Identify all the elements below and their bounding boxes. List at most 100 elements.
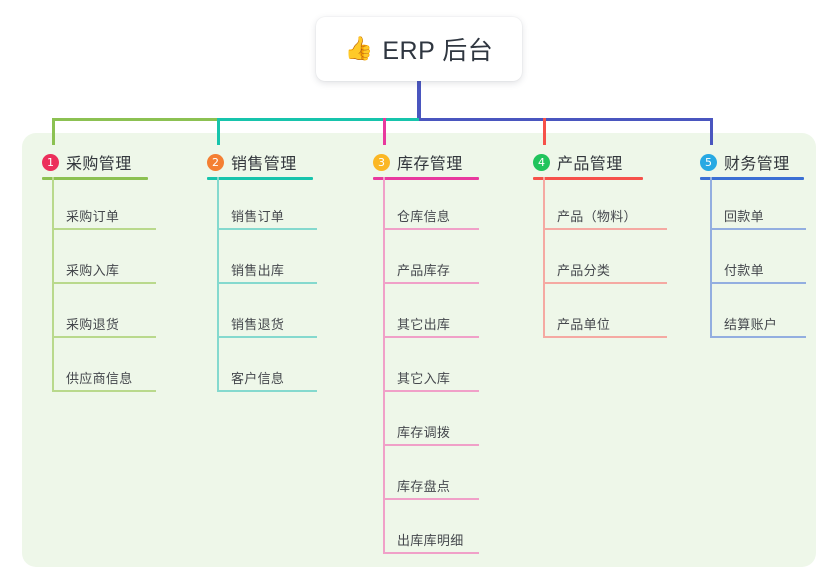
rail-segment-3 [419, 118, 713, 121]
branch-spine-4 [543, 177, 545, 338]
leaf-label: 客户信息 [231, 371, 285, 386]
root-node[interactable]: 👍 ERP 后台 [316, 17, 522, 81]
leaf-connector [543, 282, 557, 284]
branch-drop-1 [52, 118, 55, 145]
leaf-node[interactable]: 供应商信息 [66, 364, 156, 392]
leaf-node[interactable]: 仓库信息 [397, 202, 479, 230]
branch-header-5[interactable]: 5 财务管理 [700, 150, 790, 174]
trunk-line [417, 81, 421, 121]
leaf-node[interactable]: 库存盘点 [397, 472, 479, 500]
leaf-node[interactable]: 付款单 [724, 256, 806, 284]
branch-number-badge-1: 1 [42, 153, 59, 171]
leaf-node[interactable]: 产品单位 [557, 310, 667, 338]
leaf-label: 销售出库 [231, 263, 285, 278]
leaf-node[interactable]: 销售订单 [231, 202, 317, 230]
leaf-connector [52, 228, 66, 230]
branch-header-1[interactable]: 1 采购管理 [42, 150, 132, 174]
leaf-node[interactable]: 产品（物料） [557, 202, 667, 230]
leaf-rule [397, 282, 479, 284]
branch-spine-5 [710, 177, 712, 338]
rail-segment-2 [217, 118, 419, 121]
leaf-label: 采购退货 [66, 317, 120, 332]
leaf-node[interactable]: 结算账户 [724, 310, 806, 338]
leaf-rule [557, 282, 667, 284]
branch-title-1: 采购管理 [66, 156, 132, 173]
leaf-label: 采购订单 [66, 209, 120, 224]
leaf-connector [710, 282, 724, 284]
leaf-label: 库存盘点 [397, 479, 451, 494]
leaf-node[interactable]: 销售出库 [231, 256, 317, 284]
branch-rule-3 [373, 177, 479, 180]
leaf-connector [383, 444, 397, 446]
leaf-connector [383, 336, 397, 338]
leaf-connector [543, 336, 557, 338]
leaf-node[interactable]: 产品分类 [557, 256, 667, 284]
leaf-label: 仓库信息 [397, 209, 451, 224]
root-node-title: ERP 后台 [382, 37, 494, 65]
leaf-node[interactable]: 采购订单 [66, 202, 156, 230]
leaf-label: 供应商信息 [66, 371, 133, 386]
leaf-rule [231, 390, 317, 392]
branch-title-2: 销售管理 [231, 156, 297, 173]
leaf-rule [397, 498, 479, 500]
leaf-connector [52, 390, 66, 392]
branch-number-badge-2: 2 [207, 153, 224, 171]
leaf-node[interactable]: 销售退货 [231, 310, 317, 338]
leaf-node[interactable]: 回款单 [724, 202, 806, 230]
leaf-rule [231, 228, 317, 230]
branch-title-4: 产品管理 [557, 156, 623, 173]
branch-drop-5 [710, 118, 713, 145]
leaf-connector [543, 228, 557, 230]
leaf-label: 销售订单 [231, 209, 285, 224]
leaf-label: 产品分类 [557, 263, 611, 278]
leaf-connector [217, 390, 231, 392]
leaf-label: 结算账户 [724, 317, 778, 332]
leaf-rule [66, 282, 156, 284]
leaf-connector [383, 552, 397, 554]
leaf-rule [557, 336, 667, 338]
leaf-label: 出库库明细 [397, 533, 464, 548]
leaf-label: 回款单 [724, 209, 764, 224]
leaf-node[interactable]: 客户信息 [231, 364, 317, 392]
leaf-rule [66, 390, 156, 392]
leaf-node[interactable]: 出库库明细 [397, 526, 479, 554]
branch-number-badge-3: 3 [373, 153, 390, 171]
leaf-connector [383, 282, 397, 284]
branch-rule-4 [533, 177, 643, 180]
root-node-content: 👍 ERP 后台 [345, 31, 494, 67]
leaf-node[interactable]: 采购退货 [66, 310, 156, 338]
leaf-rule [231, 282, 317, 284]
branch-spine-2 [217, 177, 219, 392]
leaf-rule [66, 228, 156, 230]
leaf-rule [397, 390, 479, 392]
leaf-node[interactable]: 其它出库 [397, 310, 479, 338]
leaf-rule [397, 444, 479, 446]
branch-header-2[interactable]: 2 销售管理 [207, 150, 297, 174]
leaf-label: 产品库存 [397, 263, 451, 278]
leaf-connector [52, 336, 66, 338]
rail-segment-1 [52, 118, 217, 121]
leaf-node[interactable]: 产品库存 [397, 256, 479, 284]
branch-rule-2 [207, 177, 313, 180]
branch-number-badge-5: 5 [700, 153, 717, 171]
leaf-rule [397, 552, 479, 554]
branch-spine-3 [383, 177, 385, 554]
branch-drop-4 [543, 118, 546, 145]
leaf-connector [217, 228, 231, 230]
leaf-label: 产品单位 [557, 317, 611, 332]
leaf-label: 采购入库 [66, 263, 120, 278]
branch-drop-2 [217, 118, 220, 145]
leaf-rule [231, 336, 317, 338]
leaf-connector [217, 282, 231, 284]
leaf-node[interactable]: 其它入库 [397, 364, 479, 392]
leaf-node[interactable]: 库存调拨 [397, 418, 479, 446]
branch-title-5: 财务管理 [724, 156, 790, 173]
leaf-node[interactable]: 采购入库 [66, 256, 156, 284]
leaf-connector [383, 228, 397, 230]
leaf-label: 其它入库 [397, 371, 451, 386]
leaf-connector [383, 498, 397, 500]
leaf-rule [724, 282, 806, 284]
